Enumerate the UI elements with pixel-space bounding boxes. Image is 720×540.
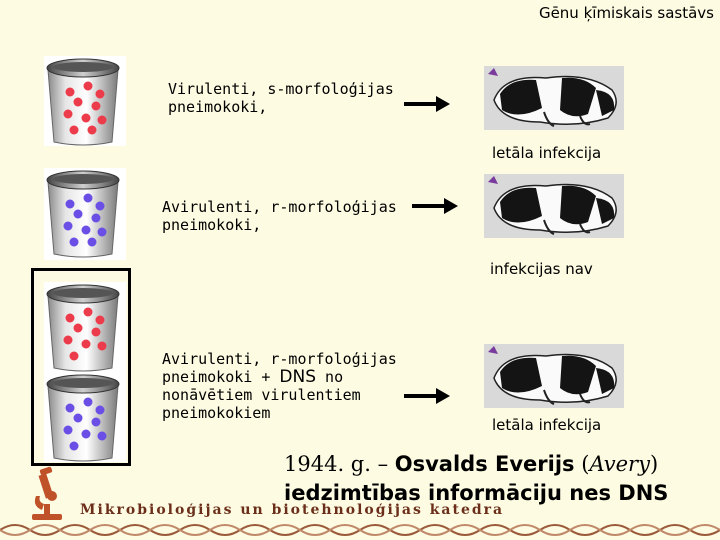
bacteria-blue-icon [63,397,107,451]
experiment-2-result: infekcijas nav [490,260,593,278]
bacteria-red-icon [63,307,107,361]
department-name: Mikrobioloģijas un biotehnoloģijas kated… [80,502,505,518]
arrow-right-icon [404,388,452,406]
mouse-alive-image [484,174,624,238]
conclusion-paren-open: ( [574,452,590,476]
conclusion-name: Osvalds Everijs [394,452,575,476]
conclusion: 1944. g. – Osvalds Everijs (Avery) iedzi… [284,450,668,508]
beaker-icon [44,168,126,260]
beaker-icon [44,282,126,372]
dna-strip [0,520,720,540]
bacteria-blue-icon [63,193,107,247]
experiment-2-description: Avirulenti, r-morfoloģijas pneimokoki, [162,198,397,234]
experiment-3-result: letāla infekcija [492,416,602,434]
experiment-1-result: letāla infekcija [492,144,602,162]
experiment-1-description: Virulenti, s-morfoloģijas pneimokoki, [168,80,394,116]
conclusion-line-1: 1944. g. – Osvalds Everijs (Avery) [284,450,668,479]
conclusion-latin-name: Avery [589,452,650,476]
mouse-dead-image [484,66,624,130]
beaker-icon [44,372,126,462]
arrow-right-icon [412,198,460,216]
conclusion-paren-close: ) [649,452,659,476]
experiment-3-dns: DNS [279,367,317,387]
conclusion-line-2: iedzimtības informāciju nes DNS [284,481,669,505]
highlight-box [31,268,131,466]
arrow-right-icon [404,96,452,114]
experiment-3-description-prefix: Avirulenti, r-morfoloģijas pneimokoki + [162,350,397,386]
slide-title: Gēnu ķīmiskais sastāvs [538,4,714,22]
beaker-icon [44,56,126,146]
experiment-3-description-suffix: no nonāvētiem virulentiem pneimokokiem [162,368,361,422]
microscope-icon [32,466,62,520]
conclusion-year: 1944. g. – [284,452,395,476]
bacteria-red-icon [63,81,107,135]
experiment-3-description: Avirulenti, r-morfoloģijas pneimokoki + … [162,350,397,422]
mouse-dead-image [484,344,624,408]
